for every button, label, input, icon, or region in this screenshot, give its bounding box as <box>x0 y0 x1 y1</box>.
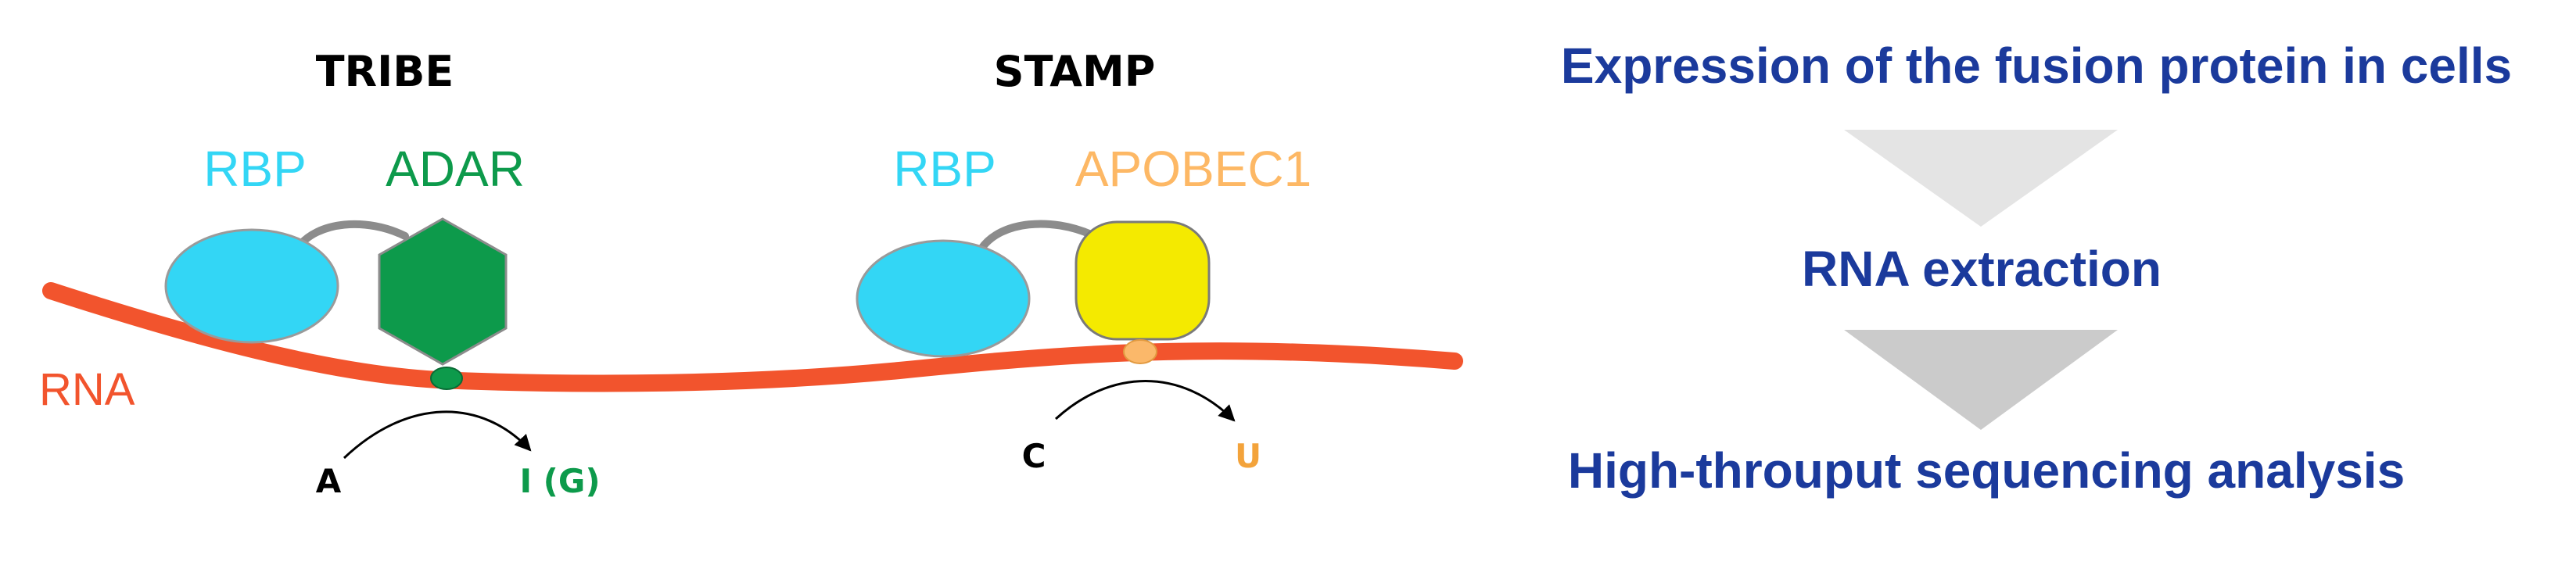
stamp-rbp-label: RBP <box>893 141 996 197</box>
tribe-rbp-label: RBP <box>203 141 307 197</box>
stamp-linker <box>978 220 1095 252</box>
tribe-adar-label: ADAR <box>386 141 525 197</box>
workflow-step-2: RNA extraction <box>1802 241 2162 297</box>
rna-strand <box>42 282 1463 392</box>
stamp-apobec-shape <box>1075 220 1211 341</box>
tribe-rbp-shape <box>164 228 339 344</box>
stamp-panel: STAMP RBP APOBEC1 C U <box>856 47 1311 475</box>
workflow-arrow-1 <box>1844 130 2118 227</box>
workflow-step-1: Expression of the fusion protein in cell… <box>1561 38 2512 94</box>
workflow-arrow-2 <box>1844 330 2118 430</box>
stamp-edit-site <box>1123 339 1157 364</box>
tribe-to-base: I (G) <box>519 462 600 500</box>
workflow: Expression of the fusion protein in cell… <box>1561 38 2512 499</box>
workflow-step-3: High-throuput sequencing analysis <box>1568 442 2405 499</box>
stamp-apobec-label: APOBEC1 <box>1075 141 1311 197</box>
tribe-title: TRIBE <box>316 47 454 96</box>
tribe-panel: TRIBE RBP ADAR A I (G) <box>164 47 601 500</box>
stamp-conversion-arrow <box>1054 380 1236 422</box>
rna-label: RNA <box>39 364 135 415</box>
stamp-title: STAMP <box>994 47 1156 96</box>
tribe-adar-shape <box>378 217 508 366</box>
tribe-conversion-arrow <box>343 410 532 460</box>
tribe-edit-site <box>430 367 463 390</box>
stamp-to-base: U <box>1235 437 1261 475</box>
stamp-from-base: C <box>1022 437 1046 475</box>
tribe-from-base: A <box>316 462 342 500</box>
tribe-linker <box>293 220 409 252</box>
stamp-rbp-shape <box>856 239 1031 358</box>
